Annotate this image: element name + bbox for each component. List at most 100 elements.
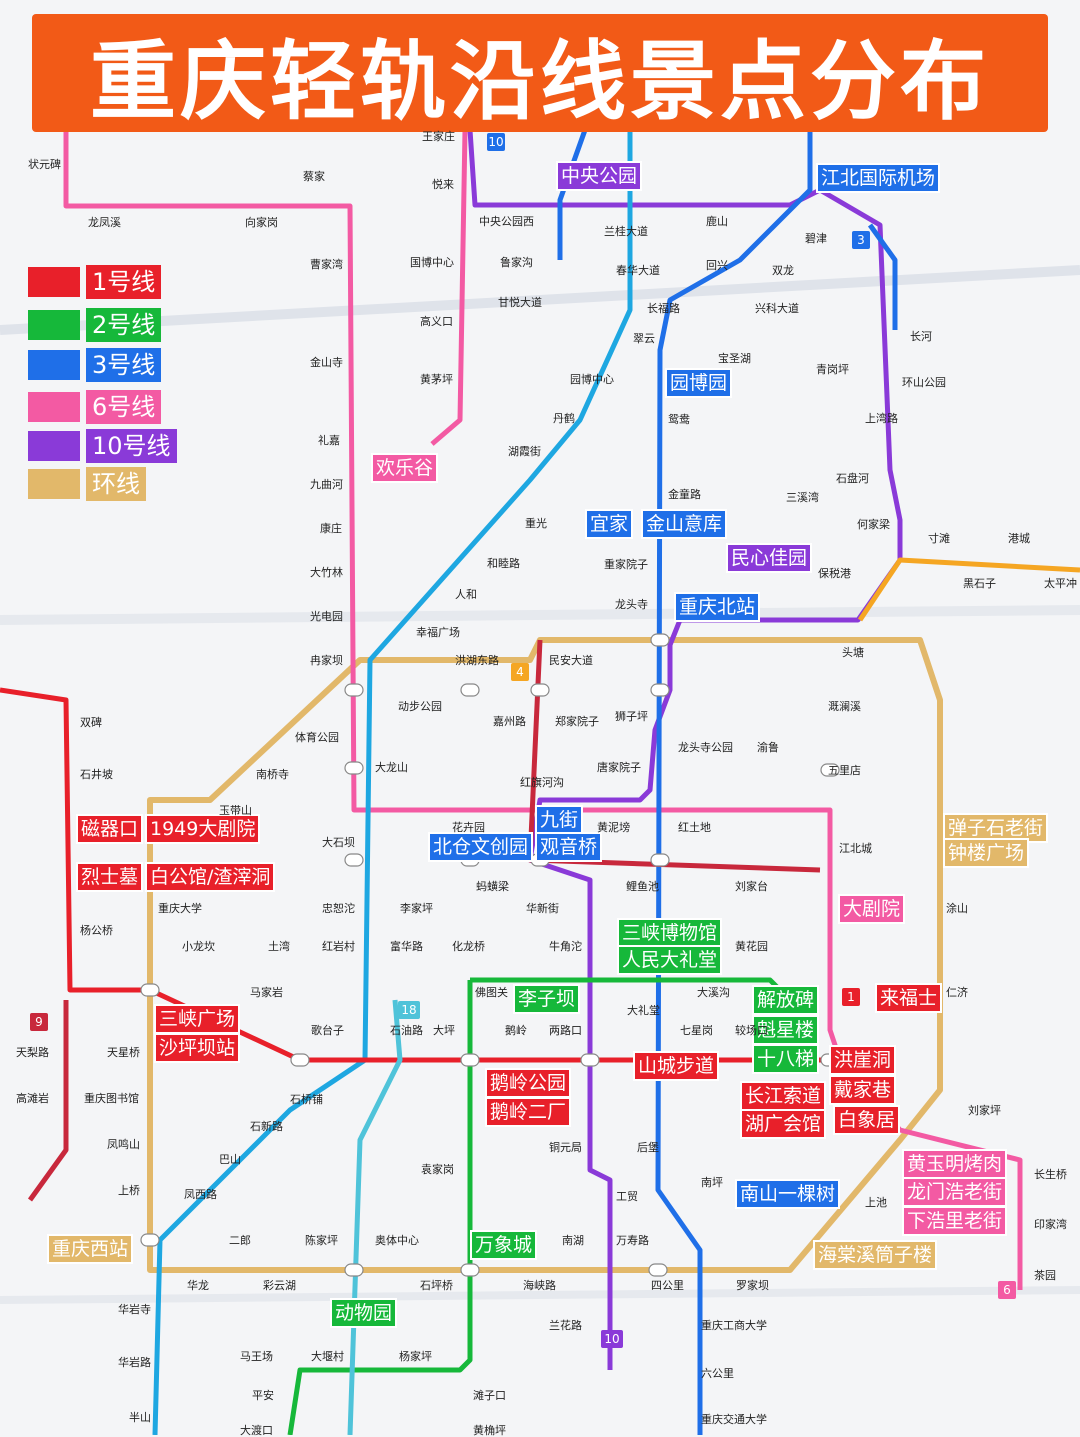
station-label: 石桥铺 [290,1093,323,1106]
station-label: 黑石子 [963,577,996,590]
station-label: 重庆交通大学 [701,1413,767,1426]
station-label: 幸福广场 [416,626,460,639]
attraction-tag: 钟楼广场 [943,838,1030,868]
station-label: 玉带山 [219,804,252,817]
station-label: 石坪桥 [420,1279,453,1292]
station-label: 五里店 [828,764,861,777]
station-label: 上湾路 [865,412,898,425]
station-label: 忠恕沱 [322,902,355,915]
station-label: 半山 [129,1411,151,1424]
station-label: 兰花路 [549,1319,582,1332]
attraction-tag: 民心佳园 [726,543,813,573]
station-label: 平安 [252,1389,274,1402]
station-label: 华龙 [187,1279,209,1292]
title-banner: 重庆轻轨沿线景点分布 [32,14,1048,132]
station-label: 大礼堂 [627,1004,660,1017]
station-label: 状元碑 [28,158,61,171]
transfer-node [648,1263,668,1277]
transfer-node [344,853,364,867]
attraction-tag: 中央公园 [556,161,643,191]
attraction-tag: 黄玉明烤肉 [902,1149,1008,1179]
station-label: 大渡口 [240,1424,273,1437]
station-label: 马家岩 [250,986,283,999]
station-label: 牛角沱 [549,940,582,953]
station-label: 长生桥 [1034,1168,1067,1181]
station-label: 杨家坪 [399,1350,432,1363]
line-number-badge: 1 [842,988,860,1006]
station-label: 高义口 [420,315,453,328]
station-label: 李家坪 [400,902,433,915]
station-label: 黄花园 [735,940,768,953]
attraction-tag: 宜家 [585,509,634,539]
station-label: 重庆工商大学 [701,1319,767,1332]
attraction-tag: 海棠溪筒子楼 [813,1240,938,1270]
transfer-node [140,983,160,997]
station-label: 龙头寺 [615,598,648,611]
transfer-node [344,761,364,775]
station-label: 悦来 [432,178,454,191]
station-label: 佛图关 [475,986,508,999]
metro-line-line6 [430,129,468,446]
station-label: 凤鸣山 [107,1138,140,1151]
metro-line-line10 [467,129,903,1370]
station-label: 红岩村 [322,940,355,953]
station-label: 龙头寺公园 [678,741,733,754]
metro-line-line1 [0,687,830,1063]
metro-line-line3 [867,223,898,330]
station-label: 宝圣湖 [718,352,751,365]
page-title: 重庆轻轨沿线景点分布 [90,31,990,132]
transfer-node [650,683,670,697]
attraction-tag: 沙坪坝站 [154,1033,241,1063]
attraction-tag: 大剧院 [838,894,906,924]
station-label: 南湖 [562,1234,584,1247]
attraction-tag: 魁星楼 [752,1015,820,1045]
station-label: 罗家坝 [736,1279,769,1292]
station-label: 南坪 [701,1176,723,1189]
station-label: 郑家院子 [555,715,599,728]
station-label: 和睦路 [487,557,520,570]
station-label: 鸳鸯 [668,413,690,426]
transfer-node [344,683,364,697]
station-label: 后堡 [637,1141,659,1154]
legend-label: 2号线 [86,308,162,342]
station-label: 凤西路 [184,1188,217,1201]
station-label: 刘家坪 [968,1104,1001,1117]
station-label: 滩子口 [473,1389,506,1402]
station-label: 曹家湾 [310,258,343,271]
metro-line-line5 [152,130,633,1435]
station-label: 大竹林 [310,566,343,579]
station-label: 鹅岭 [505,1024,527,1037]
legend-label: 10号线 [86,429,177,463]
attraction-tag: 龙门浩老街 [902,1177,1008,1207]
attraction-tag: 十八梯 [752,1044,820,1074]
line-number-badge: 4 [511,663,529,681]
station-label: 太平冲 [1044,577,1077,590]
station-label: 大溪沟 [697,986,730,999]
legend-swatch [28,431,80,461]
station-label: 华岩路 [118,1356,151,1369]
metro-line-line9 [27,1000,69,1202]
station-label: 红土地 [678,821,711,834]
attraction-tag: 磁器口 [76,814,144,844]
station-label: 土湾 [268,940,290,953]
station-label: 天星桥 [107,1046,140,1059]
attraction-tag: 欢乐谷 [371,453,439,483]
station-label: 蚂蟥梁 [476,880,509,893]
station-label: 彩云湖 [263,1279,296,1292]
transfer-node [344,1263,364,1277]
line-number-badge: 10 [487,133,505,151]
station-label: 人和 [455,588,477,601]
attraction-tag: 湖广会馆 [740,1109,827,1139]
metro-line-line3 [557,129,588,260]
station-label: 上桥 [118,1184,140,1197]
station-label: 春华大道 [616,264,660,277]
legend-label: 1号线 [86,265,162,299]
legend-swatch [28,469,80,499]
station-label: 石盘河 [836,472,869,485]
metro-line-loop [147,637,943,1273]
station-label: 王家庄 [422,130,455,143]
station-label: 翠云 [633,332,655,345]
attraction-tag: 重庆北站 [674,592,761,622]
transfer-node [460,1263,480,1277]
station-label: 体育公园 [295,731,339,744]
